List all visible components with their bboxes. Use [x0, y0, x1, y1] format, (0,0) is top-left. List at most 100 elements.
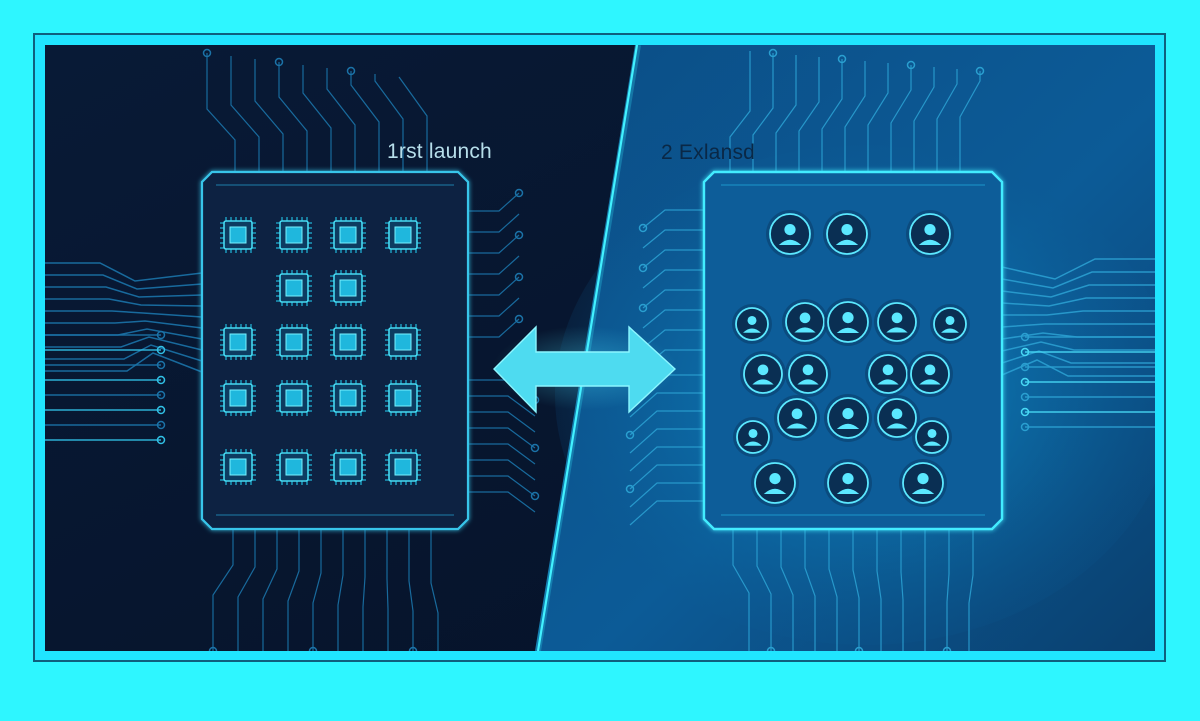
- circuit-trace: [45, 262, 203, 282]
- circuit-node: [346, 66, 356, 76]
- circuit-trace: [362, 529, 366, 651]
- circuit-trace: [468, 276, 520, 296]
- circuit-trace: [642, 209, 704, 229]
- circuit-node: [156, 390, 166, 400]
- circuit-node: [514, 314, 524, 324]
- circuit-trace: [775, 55, 797, 172]
- circuit-trace: [913, 67, 935, 172]
- circuit-node: [625, 430, 635, 440]
- left-circuit-traces: [45, 48, 540, 651]
- circuit-trace: [1001, 284, 1155, 298]
- circuit-trace: [642, 229, 704, 249]
- circuit-trace: [230, 56, 260, 172]
- circuit-node: [1020, 362, 1030, 372]
- chip-icon: [276, 324, 312, 360]
- circuit-trace: [729, 51, 751, 172]
- circuit-trace: [959, 71, 981, 172]
- circuit-trace: [45, 336, 203, 351]
- chip-icon: [220, 380, 256, 416]
- circuit-node: [530, 491, 540, 501]
- circuit-node: [768, 48, 778, 58]
- user-icon: [785, 351, 831, 397]
- circuit-trace: [946, 529, 950, 651]
- user-icon: [865, 351, 911, 397]
- circuit-node: [1020, 332, 1030, 342]
- circuit-node: [766, 646, 776, 651]
- circuit-trace: [206, 53, 236, 172]
- circuit-node: [975, 66, 985, 76]
- circuit-trace: [1001, 258, 1155, 280]
- circuit-trace: [1001, 271, 1155, 289]
- user-icon: [733, 417, 773, 457]
- circuit-trace: [1001, 359, 1155, 377]
- circuit-trace: [468, 297, 520, 317]
- circuit-trace: [398, 76, 428, 172]
- circuit-trace: [798, 57, 820, 172]
- circuit-trace: [386, 529, 389, 651]
- circuit-trace: [287, 529, 300, 651]
- circuit-node: [156, 435, 166, 445]
- circuit-trace: [45, 298, 203, 307]
- user-icon: [740, 351, 786, 397]
- circuit-node: [625, 484, 635, 494]
- circuit-node: [1020, 347, 1030, 357]
- right-user-panel: [702, 170, 1004, 531]
- user-icon: [907, 351, 953, 397]
- circuit-trace: [468, 318, 520, 338]
- circuit-trace: [45, 352, 203, 373]
- circuit-scene-svg: [45, 45, 1155, 651]
- circuit-trace: [752, 53, 774, 172]
- circuit-node: [156, 345, 166, 355]
- circuit-trace: [237, 529, 256, 651]
- circuit-node: [942, 646, 952, 651]
- circuit-trace: [629, 482, 704, 508]
- circuit-node: [530, 443, 540, 453]
- circuit-trace: [629, 446, 704, 472]
- circuit-node: [274, 57, 284, 67]
- circuit-node: [308, 646, 318, 651]
- circuit-trace: [45, 310, 203, 318]
- circuit-trace: [642, 289, 704, 309]
- user-icon: [824, 394, 872, 442]
- circuit-node: [156, 360, 166, 370]
- circuit-node: [1020, 392, 1030, 402]
- chip-icon: [330, 217, 366, 253]
- circuit-trace: [968, 529, 974, 651]
- user-icon: [774, 395, 820, 441]
- circuit-trace: [828, 529, 838, 651]
- circuit-trace: [629, 464, 704, 490]
- circuit-node: [514, 230, 524, 240]
- circuit-trace: [890, 65, 912, 172]
- user-icon: [899, 459, 947, 507]
- circuit-node: [854, 646, 864, 651]
- circuit-trace: [408, 529, 414, 651]
- circuit-node: [202, 48, 212, 58]
- circuit-trace: [278, 62, 308, 172]
- circuit-trace: [867, 63, 889, 172]
- circuit-trace: [629, 500, 704, 526]
- chip-icon: [385, 217, 421, 253]
- circuit-trace: [468, 255, 520, 275]
- circuit-trace: [642, 249, 704, 269]
- user-icon: [766, 210, 814, 258]
- user-icon: [732, 304, 772, 344]
- circuit-node: [156, 330, 166, 340]
- circuit-trace: [254, 59, 284, 172]
- circuit-trace: [1001, 323, 1155, 328]
- circuit-node: [906, 60, 916, 70]
- circuit-trace: [468, 213, 520, 233]
- circuit-node: [408, 646, 418, 651]
- circuit-node: [638, 223, 648, 233]
- chip-icon: [385, 380, 421, 416]
- circuit-trace: [900, 529, 904, 651]
- circuit-trace: [1001, 350, 1155, 364]
- circuit-node: [208, 646, 218, 651]
- user-icon: [823, 210, 871, 258]
- circuit-node: [514, 188, 524, 198]
- user-icon: [751, 459, 799, 507]
- circuit-trace: [936, 69, 958, 172]
- circuit-node: [837, 54, 847, 64]
- user-icon: [824, 298, 872, 346]
- chip-icon: [276, 380, 312, 416]
- right-circuit-traces: [625, 48, 1155, 651]
